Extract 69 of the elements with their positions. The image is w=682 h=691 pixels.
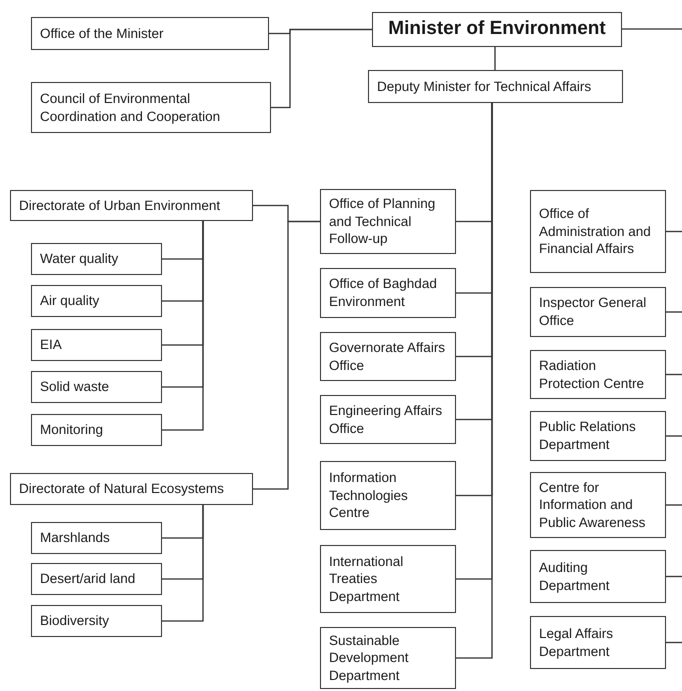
box-label: Desert/arid land xyxy=(40,570,136,588)
org-box xyxy=(320,189,456,254)
box-label: Council of Environmental Coordination and Cooperation xyxy=(40,90,222,126)
box-label: Inspector General Office xyxy=(539,294,648,330)
box-label: Office of Administration and Financial Affairs xyxy=(539,205,652,258)
org-box xyxy=(530,287,666,337)
connector-line xyxy=(271,28,372,108)
org-box xyxy=(530,472,666,538)
connector-line xyxy=(666,230,682,232)
org-box xyxy=(31,522,162,554)
org-box xyxy=(320,545,456,613)
connector-line xyxy=(666,311,682,313)
org-box xyxy=(368,70,623,103)
org-box xyxy=(10,190,253,221)
box-label: Directorate of Urban Environment xyxy=(19,196,220,214)
box-label: Radiation Protection Centre xyxy=(539,356,646,392)
box-label: Sustainable Development Department xyxy=(329,632,410,684)
org-box xyxy=(530,616,666,669)
org-box xyxy=(10,473,253,505)
box-label: Directorate of Natural Ecosystems xyxy=(19,480,224,498)
box-label: International Treaties Department xyxy=(329,552,404,606)
box-label: Public Relations Department xyxy=(539,418,637,454)
org-box xyxy=(530,411,666,461)
org-box xyxy=(31,563,162,595)
org-box xyxy=(31,82,271,133)
connector-line xyxy=(666,642,682,644)
box-label: Engineering Affairs Office xyxy=(329,402,444,438)
org-box xyxy=(320,395,456,444)
org-box xyxy=(530,350,666,399)
org-box xyxy=(320,627,456,689)
box-label: Auditing Department xyxy=(539,558,611,594)
org-box xyxy=(320,268,456,318)
org-box xyxy=(320,332,456,381)
connector-line xyxy=(622,28,682,30)
box-label: Water quality xyxy=(40,250,118,268)
box-label: Office of Planning and Technical Follow-up xyxy=(329,195,436,248)
org-box xyxy=(31,414,162,446)
box-label: Minister of Environment xyxy=(388,17,606,42)
box-label: Deputy Minister for Technical Affairs xyxy=(377,78,592,96)
box-label: Solid waste xyxy=(40,378,110,396)
box-label: Biodiversity xyxy=(40,612,110,630)
org-box xyxy=(530,190,666,273)
connector-line xyxy=(666,576,682,578)
org-box xyxy=(31,17,269,50)
org-box xyxy=(31,371,162,403)
box-label: Information Technologies Centre xyxy=(329,469,409,522)
connector-line xyxy=(666,435,682,437)
connector-line xyxy=(494,47,496,70)
org-box xyxy=(31,243,162,275)
box-label: Monitoring xyxy=(40,421,104,439)
connector-line xyxy=(253,220,320,490)
org-box xyxy=(31,605,162,637)
box-label: Governorate Affairs Office xyxy=(329,338,446,374)
box-label: EIA xyxy=(40,336,62,354)
org-box xyxy=(31,285,162,317)
org-box xyxy=(530,550,666,603)
connector-line xyxy=(666,504,682,506)
box-label: Air quality xyxy=(40,292,100,310)
connector-line xyxy=(162,505,204,622)
box-label: Marshlands xyxy=(40,529,110,547)
box-label: Legal Affairs Department xyxy=(539,624,614,660)
connector-line xyxy=(666,374,682,376)
connector-line xyxy=(162,221,204,431)
org-box xyxy=(372,12,622,47)
box-label: Office of Baghdad Environment xyxy=(329,275,438,311)
box-label: Office of the Minister xyxy=(40,24,164,42)
org-box xyxy=(31,329,162,361)
box-label: Centre for Information and Public Awareness xyxy=(539,478,646,532)
org-box xyxy=(320,461,456,530)
